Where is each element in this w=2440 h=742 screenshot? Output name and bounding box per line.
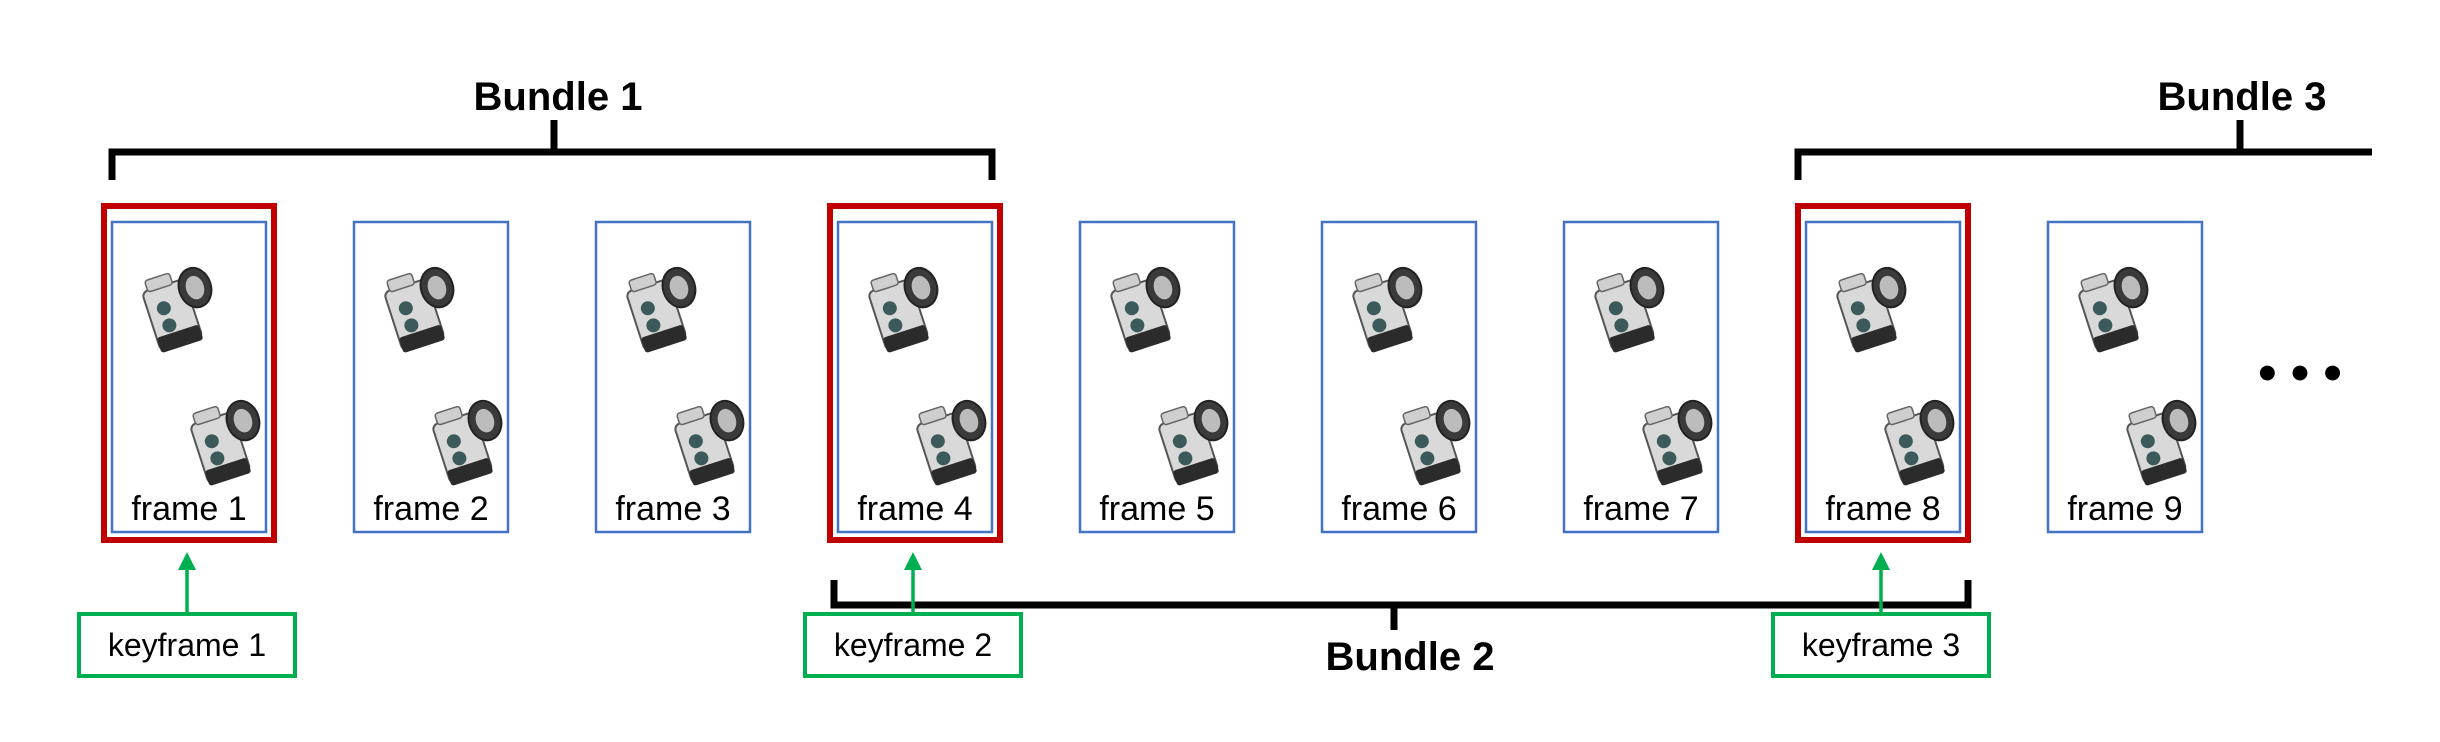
frame-9: frame 9 bbox=[2046, 220, 2212, 534]
keyframe-box bbox=[803, 612, 1023, 678]
frame-6: frame 6 bbox=[1320, 220, 1486, 534]
keyframe-label: keyframe 2 bbox=[834, 627, 992, 663]
keyframe-highlight bbox=[101, 203, 277, 543]
bundle-1-bracket bbox=[108, 120, 996, 180]
bundle-3-bracket bbox=[1794, 120, 2372, 180]
frame-5: frame 5 bbox=[1078, 220, 1244, 534]
frame-8: frame 8 bbox=[1804, 220, 1970, 534]
bundle-2-bracket bbox=[830, 580, 1972, 630]
keyframe-highlight bbox=[1795, 203, 1971, 543]
frame-sequence: frame 1 frame 2 frame 3 frame 4 frame 5 frame… bbox=[110, 220, 2212, 534]
frame-label: frame 1 bbox=[131, 490, 246, 528]
keyframe-box bbox=[77, 612, 297, 678]
bundle-3-label: Bundle 3 bbox=[2158, 75, 2327, 119]
keyframe-annotations: keyframe 1 keyframe 2 keyframe 3 bbox=[77, 203, 1991, 678]
frame-label: frame 8 bbox=[1825, 490, 1940, 528]
frame-3: frame 3 bbox=[594, 220, 760, 534]
keyframe-label: keyframe 3 bbox=[1802, 627, 1960, 663]
keyframe-1: keyframe 1 bbox=[77, 203, 297, 678]
frame-1: frame 1 bbox=[110, 220, 276, 534]
arrow-head-icon bbox=[1872, 552, 1890, 570]
frame-label: frame 4 bbox=[857, 490, 972, 528]
bundle-2-label: Bundle 2 bbox=[1326, 635, 1495, 679]
frame-label: frame 9 bbox=[2067, 490, 2182, 528]
keyframe-3: keyframe 3 bbox=[1771, 203, 1991, 678]
frame-label: frame 7 bbox=[1583, 490, 1698, 528]
frame-2: frame 2 bbox=[352, 220, 518, 534]
frame-label: frame 6 bbox=[1341, 490, 1456, 528]
keyframe-2: keyframe 2 bbox=[803, 203, 1023, 678]
keyframe-highlight bbox=[827, 203, 1003, 543]
frame-label: frame 5 bbox=[1099, 490, 1214, 528]
ellipsis-more-frames: • • • bbox=[2258, 344, 2342, 402]
frame-7: frame 7 bbox=[1562, 220, 1728, 534]
frame-4: frame 4 bbox=[836, 220, 1002, 534]
keyframe-label: keyframe 1 bbox=[108, 627, 266, 663]
frame-label: frame 3 bbox=[615, 490, 730, 528]
keyframe-box bbox=[1771, 612, 1991, 678]
arrow-head-icon bbox=[904, 552, 922, 570]
arrow-head-icon bbox=[178, 552, 196, 570]
frame-label: frame 2 bbox=[373, 490, 488, 528]
bundle-1-label: Bundle 1 bbox=[474, 75, 643, 119]
